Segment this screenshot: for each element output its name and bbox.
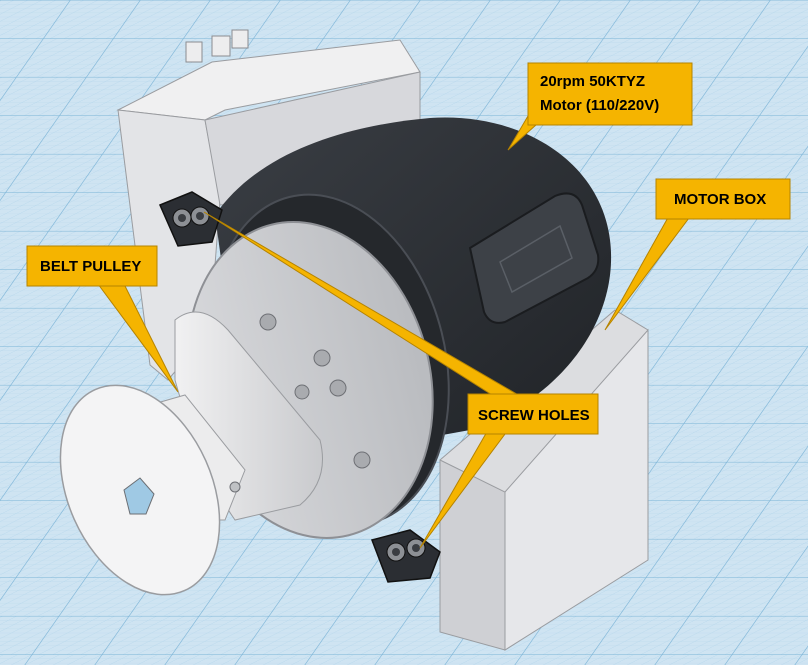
motor-label-line1: 20rpm 50KTYZ bbox=[540, 73, 645, 90]
motor-label-line2: Motor (110/220V) bbox=[540, 97, 659, 114]
motor-box-label: MOTOR BOX bbox=[674, 191, 766, 208]
callout-motor: 20rpm 50KTYZ Motor (110/220V) bbox=[507, 62, 693, 151]
motor-terminal-box bbox=[468, 192, 600, 324]
top-clips bbox=[185, 29, 249, 63]
screw-mount-top bbox=[159, 191, 223, 247]
belt-pulley-label: BELT PULLEY bbox=[40, 258, 141, 275]
belt-pulley bbox=[59, 311, 323, 596]
callout-screw-holes: SCREW HOLES bbox=[203, 211, 599, 549]
callout-belt-pulley: BELT PULLEY bbox=[26, 245, 179, 393]
callout-motor-box: MOTOR BOX bbox=[604, 178, 791, 331]
screw-holes-label: SCREW HOLES bbox=[478, 407, 590, 424]
